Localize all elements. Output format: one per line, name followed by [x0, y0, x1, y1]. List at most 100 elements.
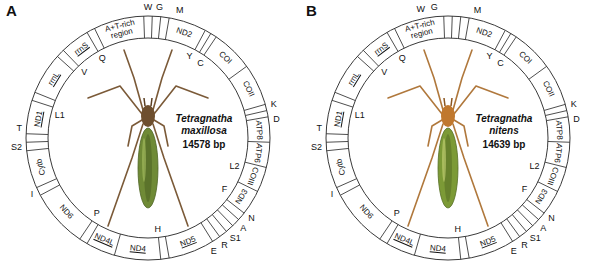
- map-caption: Tetragnatha maxillosa 14578 bp: [170, 113, 238, 151]
- trna-name: Q: [399, 53, 406, 63]
- gene-boundary: [458, 17, 460, 39]
- gene-label: ATP8: [554, 120, 563, 140]
- gene-boundary: [501, 223, 513, 242]
- gene-boundary: [495, 30, 505, 49]
- gene-boundary: [335, 92, 355, 100]
- gene-name: A+T-rich region: [104, 18, 135, 41]
- trna-label: H: [154, 225, 161, 234]
- trna-name: R: [221, 240, 228, 250]
- gene-label: COII: [541, 80, 555, 98]
- gene-boundary: [27, 148, 49, 150]
- genome-size: 14578 bp: [170, 139, 238, 151]
- gene-label: ATP8: [254, 120, 263, 140]
- trna-label: L1: [355, 111, 365, 120]
- gene-boundary: [165, 236, 169, 258]
- trna-label: Y: [187, 52, 193, 61]
- trna-name: D: [573, 114, 580, 124]
- gene-label: rrnL: [47, 71, 61, 87]
- gene-name: ND5: [479, 234, 497, 248]
- gene-label: rrnL: [347, 71, 361, 87]
- gene-name: Cytb: [334, 158, 347, 176]
- gene-label: ND4: [430, 244, 447, 253]
- gene-name: rrnS: [372, 41, 389, 57]
- trna-name: I: [31, 189, 34, 199]
- trna-label: L2: [229, 162, 239, 171]
- gene-name: COIII: [245, 166, 260, 187]
- species-name: Tetragnatha maxillosa: [170, 113, 238, 136]
- trna-label: T: [17, 124, 23, 133]
- trna-label: G: [431, 3, 438, 12]
- gene-label: ND2: [175, 27, 193, 40]
- gene-boundary: [395, 28, 405, 48]
- trna-name: T: [317, 123, 323, 133]
- trna-label: V: [81, 68, 87, 77]
- gene-boundary: [207, 219, 220, 237]
- gene-boundary: [158, 237, 160, 259]
- gene-label: ND2: [475, 27, 493, 40]
- trna-label: E: [511, 247, 517, 256]
- gene-name: ND4: [430, 243, 447, 253]
- gene-label: ATP6: [553, 143, 564, 163]
- trna-label: S1: [230, 234, 241, 243]
- gene-boundary: [40, 185, 59, 195]
- gene-boundary: [80, 221, 92, 239]
- trna-label: L2: [529, 162, 539, 171]
- gene-name: rrnS: [72, 41, 89, 57]
- ring-circle: [26, 16, 270, 260]
- trna-name: S1: [230, 233, 241, 243]
- trna-label: C: [197, 59, 204, 68]
- gene-boundary: [544, 104, 565, 110]
- gene-boundary: [500, 33, 511, 52]
- trna-name: S2: [311, 142, 322, 152]
- species-name: Tetragnatha nitens: [470, 113, 538, 136]
- gene-boundary: [380, 221, 392, 239]
- trna-name: S1: [530, 233, 541, 243]
- gene-boundary: [414, 234, 420, 255]
- gene-label: ND4: [130, 244, 147, 253]
- trna-label: K: [571, 100, 577, 109]
- trna-name: H: [154, 224, 161, 234]
- gene-name: COII: [241, 80, 256, 99]
- gene-boundary: [340, 185, 359, 195]
- gene-boundary: [337, 179, 357, 188]
- trna-name: D: [273, 114, 280, 124]
- trna-label: T: [317, 124, 323, 133]
- gene-label: ND1: [33, 110, 44, 127]
- gene-name: rrnL: [346, 70, 361, 87]
- trna-name: A: [540, 223, 546, 233]
- trna-label: L1: [55, 111, 65, 120]
- gene-label: ND5: [479, 235, 497, 248]
- trna-name: E: [211, 246, 217, 256]
- gene-name: ND6: [57, 203, 74, 221]
- gene-label: COI: [517, 50, 533, 66]
- genome-ring: [325, 15, 571, 261]
- spider-illustration: [88, 50, 208, 226]
- gene-name: ND3: [534, 187, 550, 205]
- gene-boundary: [458, 237, 460, 259]
- trna-name: G: [431, 2, 438, 12]
- gene-boundary: [200, 33, 211, 52]
- trna-name: C: [497, 58, 504, 68]
- trna-label: D: [573, 115, 580, 124]
- panel-letter: A: [6, 3, 17, 18]
- gene-label: COII: [241, 80, 255, 98]
- trna-label: D: [273, 115, 280, 124]
- map-caption: Tetragnatha nitens 14639 bp: [470, 113, 538, 151]
- gene-name: ND4: [130, 243, 147, 253]
- gene-boundary: [204, 37, 216, 55]
- gene-name: ATP8: [254, 120, 264, 140]
- gene-boundary: [246, 117, 268, 121]
- trna-name: H: [454, 224, 461, 234]
- trna-label: A: [240, 224, 246, 233]
- trna-label: S2: [311, 143, 322, 152]
- trna-label: I: [31, 190, 34, 199]
- gene-boundary: [114, 234, 120, 255]
- gene-boundary: [529, 66, 547, 79]
- trna-name: S2: [11, 142, 22, 152]
- gene-boundary: [158, 17, 160, 39]
- trna-name: L2: [529, 161, 539, 171]
- trna-label: R: [221, 241, 228, 250]
- trna-label: A: [540, 224, 546, 233]
- trna-name: N: [248, 213, 255, 223]
- genome-size: 14639 bp: [470, 139, 538, 151]
